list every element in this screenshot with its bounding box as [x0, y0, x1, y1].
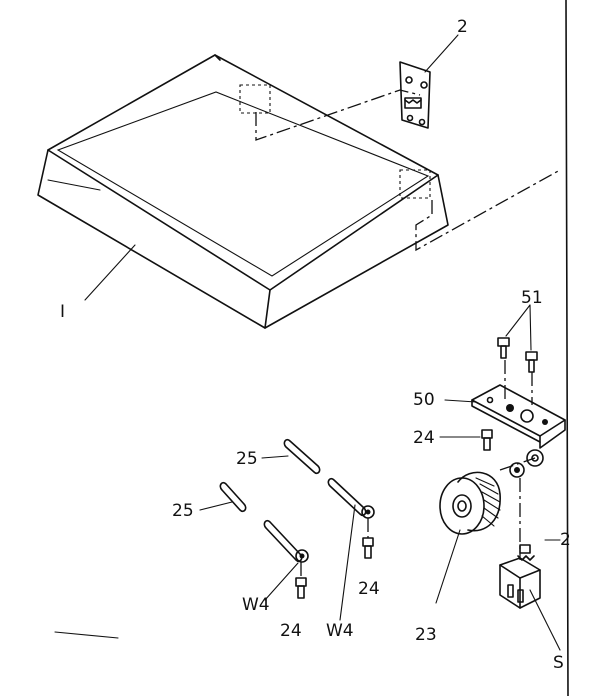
frame-lines	[54, 0, 569, 697]
label-part-2-top: 2	[457, 17, 468, 37]
arm-part-w4-right	[327, 477, 375, 621]
arm-part-w4-left	[263, 519, 309, 601]
gear-part-23	[435, 449, 544, 604]
plate-part-50	[444, 384, 566, 449]
label-part-23: 23	[415, 625, 437, 645]
screw-part-24-left	[295, 562, 307, 599]
tray-part	[37, 54, 561, 329]
leader-part-1	[84, 244, 136, 301]
bracket-part-2	[399, 34, 459, 129]
label-part-24-left: 24	[280, 621, 302, 641]
label-part-24-right: 24	[358, 579, 380, 599]
label-part-50: 50	[413, 390, 435, 410]
label-part-w4-left: W4	[242, 595, 270, 615]
label-part-25-lower: 25	[172, 501, 194, 521]
screw-part-24-right	[362, 518, 374, 559]
label-part-25-upper: 25	[236, 449, 258, 469]
pin-part-25-upper	[261, 438, 321, 475]
pin-part-25-lower	[199, 481, 247, 513]
label-part-51: 51	[521, 288, 543, 308]
label-part-w4-right: W4	[326, 621, 354, 641]
switch-part-s	[499, 539, 561, 651]
screws-part-51	[497, 304, 538, 405]
label-part-s: S	[553, 653, 564, 673]
label-part-2-side: 2	[560, 530, 571, 550]
screw-part-24-bracket	[439, 429, 493, 451]
label-part-1: I	[60, 302, 65, 322]
label-part-24-bracket: 24	[413, 428, 435, 448]
